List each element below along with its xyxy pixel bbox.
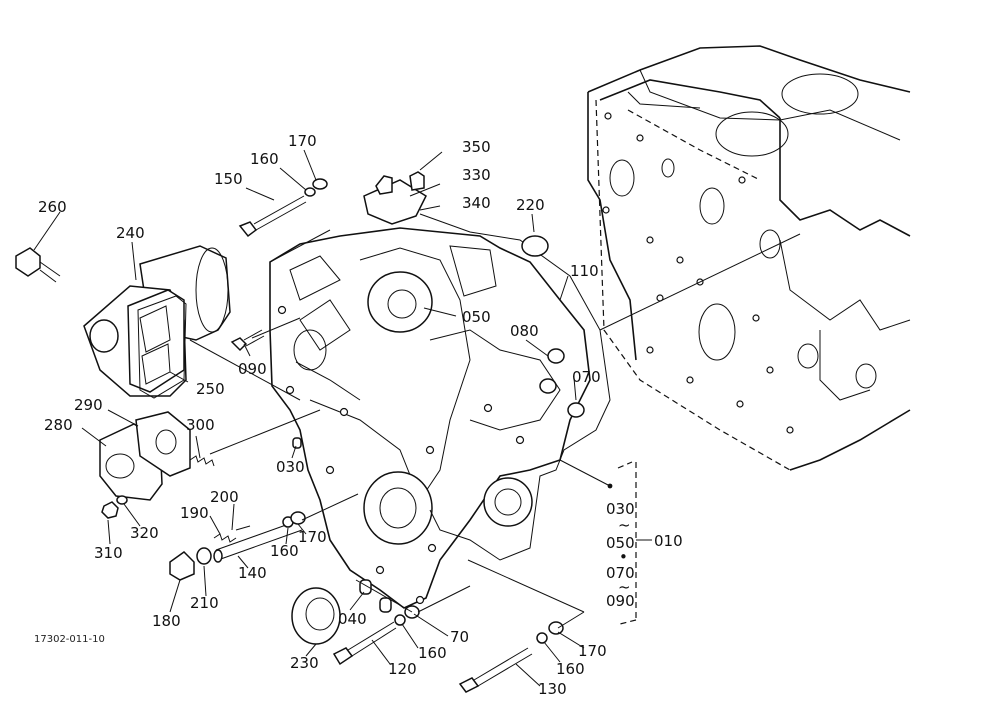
spring-300 bbox=[189, 455, 215, 467]
bolt-260 bbox=[15, 247, 61, 283]
label-050: 050 bbox=[462, 308, 491, 326]
label-080: 080 bbox=[510, 322, 539, 340]
label-070b: 70 bbox=[450, 628, 469, 646]
label-350: 350 bbox=[462, 138, 491, 156]
o-ring-070 bbox=[567, 402, 585, 418]
label-140: 140 bbox=[238, 564, 267, 582]
label-160: 160 bbox=[250, 150, 279, 168]
flange-330 bbox=[363, 171, 427, 225]
drawing-code: 17302-011-10 bbox=[34, 634, 105, 645]
label-150: 150 bbox=[214, 170, 243, 188]
engine-block bbox=[587, 45, 911, 471]
nut-310-washer-320 bbox=[101, 495, 128, 519]
dowel-040b bbox=[379, 597, 392, 613]
bracket-item-tilde-1: ~ bbox=[618, 516, 631, 534]
label-070: 070 bbox=[572, 368, 601, 386]
label-160b: 160 bbox=[270, 542, 299, 560]
label-200: 200 bbox=[210, 488, 239, 506]
label-300: 300 bbox=[186, 416, 215, 434]
label-230: 230 bbox=[290, 654, 319, 672]
label-170c: 170 bbox=[578, 642, 607, 660]
label-320: 320 bbox=[130, 524, 159, 542]
bracket-item-tilde-2: ~ bbox=[618, 578, 631, 596]
label-170: 170 bbox=[288, 132, 317, 150]
part-labels: 350 330 340 170 160 150 260 240 220 110 … bbox=[38, 132, 607, 698]
label-220: 220 bbox=[516, 196, 545, 214]
bracket-item-070: 070 bbox=[606, 564, 635, 582]
label-160c: 160 bbox=[418, 644, 447, 662]
label-180: 180 bbox=[152, 612, 181, 630]
bolt-090 bbox=[230, 329, 265, 352]
bolt-150 bbox=[238, 178, 328, 238]
dowel-030 bbox=[292, 437, 302, 449]
bolt-130 bbox=[458, 621, 564, 693]
label-170b: 170 bbox=[298, 528, 327, 546]
washer-210 bbox=[196, 547, 212, 565]
bracket-item-dot: • bbox=[619, 548, 628, 566]
gasket-110-inner bbox=[449, 245, 497, 297]
o-ring-080b bbox=[539, 378, 557, 394]
label-190: 190 bbox=[180, 504, 209, 522]
oil-filter-240 bbox=[83, 245, 231, 397]
label-160d: 160 bbox=[556, 660, 585, 678]
block-bolt-holes bbox=[602, 112, 794, 434]
label-310: 310 bbox=[94, 544, 123, 562]
bracket-item-050: 050 bbox=[606, 534, 635, 552]
label-030: 030 bbox=[276, 458, 305, 476]
label-130: 130 bbox=[538, 680, 567, 698]
label-090: 090 bbox=[238, 360, 267, 378]
group-bracket-labels: 030 ~ 050 • 070 ~ 090 010 bbox=[606, 500, 683, 610]
group-bracket bbox=[607, 461, 652, 625]
spring-190-200 bbox=[213, 525, 251, 543]
label-210: 210 bbox=[190, 594, 219, 612]
label-040: 040 bbox=[338, 610, 367, 628]
leader-lines bbox=[33, 149, 801, 687]
gear-case-bolt-holes bbox=[277, 305, 525, 605]
label-290: 290 bbox=[74, 396, 103, 414]
label-120: 120 bbox=[388, 660, 417, 678]
gear-case bbox=[269, 227, 591, 609]
label-250: 250 bbox=[196, 380, 225, 398]
bracket-ref-010: 010 bbox=[654, 532, 683, 550]
bracket-item-030: 030 bbox=[606, 500, 635, 518]
o-ring-080a bbox=[547, 348, 565, 364]
relief-valve-280 bbox=[99, 411, 215, 501]
label-240: 240 bbox=[116, 224, 145, 242]
o-ring-220 bbox=[521, 235, 549, 257]
label-330: 330 bbox=[462, 166, 491, 184]
label-110: 110 bbox=[570, 262, 599, 280]
dowel-040a bbox=[359, 579, 372, 595]
label-280: 280 bbox=[44, 416, 73, 434]
oil-seal-230 bbox=[291, 587, 341, 645]
washer-170b bbox=[290, 511, 306, 525]
bracket-item-090: 090 bbox=[606, 592, 635, 610]
label-260: 260 bbox=[38, 198, 67, 216]
plug-180 bbox=[169, 519, 303, 581]
label-340: 340 bbox=[462, 194, 491, 212]
